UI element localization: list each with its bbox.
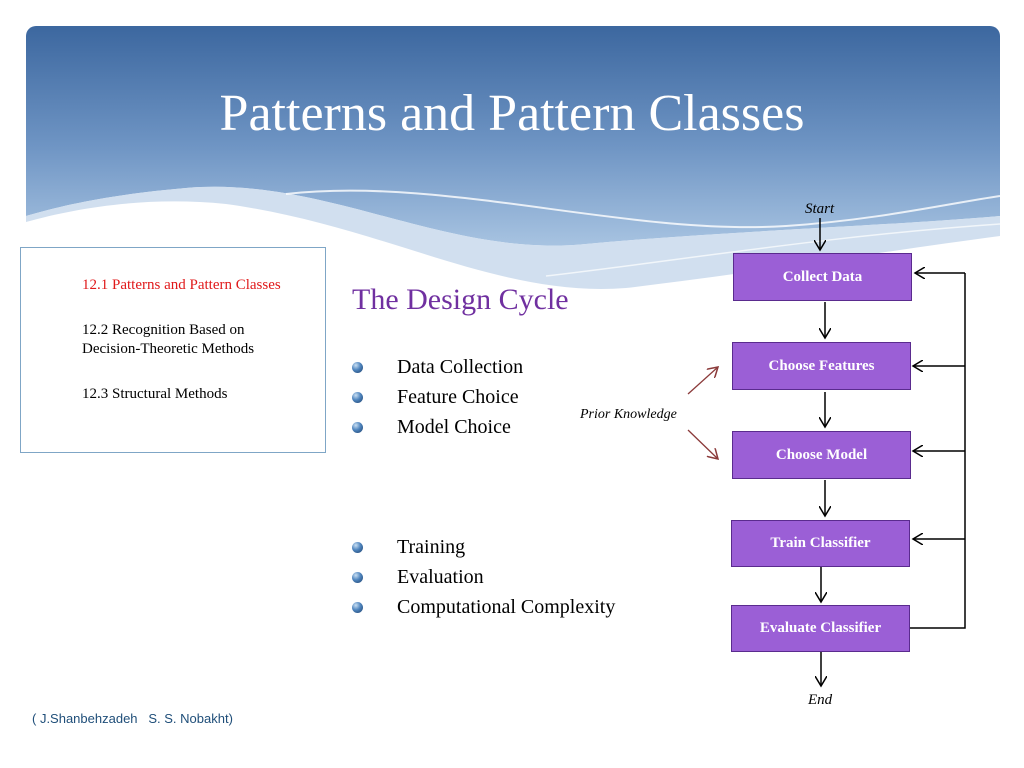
toc-item-3[interactable]: 12.3 Structural Methods	[82, 386, 228, 402]
step-collect-data: Collect Data	[733, 253, 912, 301]
toc-item-1[interactable]: 12.1 Patterns and Pattern Classes	[82, 277, 281, 293]
bullet-item: Model Choice	[352, 412, 511, 442]
start-label: Start	[805, 201, 835, 217]
bullet-icon	[352, 601, 363, 613]
footer-credits: ( J.Shanbehzadeh S. S. Nobakht)	[32, 711, 233, 726]
bullet-item: Computational Complexity	[352, 592, 615, 622]
bullet-item: Data Collection	[352, 352, 523, 382]
step-train-classifier: Train Classifier	[731, 520, 910, 567]
bullet-text: Feature Choice	[397, 385, 519, 408]
slide-title: Patterns and Pattern Classes	[219, 85, 805, 142]
table-of-contents: 12.1 Patterns and Pattern Classes 12.2 R…	[20, 247, 326, 453]
bullet-icon	[352, 421, 363, 433]
bullet-icon	[352, 361, 363, 373]
bullet-text: Data Collection	[397, 355, 524, 378]
end-label: End	[808, 692, 833, 708]
step-evaluate-classifier: Evaluate Classifier	[731, 605, 910, 652]
bullet-text: Model Choice	[397, 415, 511, 438]
feedback-loop-line	[910, 273, 966, 629]
bullet-item: Feature Choice	[352, 382, 519, 412]
bullet-icon	[352, 391, 363, 403]
prior-arrow-down	[687, 429, 718, 459]
prior-knowledge-label: Prior Knowledge	[580, 407, 677, 422]
step-choose-features: Choose Features	[732, 342, 911, 390]
bullet-text: Training	[397, 535, 466, 558]
bullet-text: Evaluation	[397, 565, 484, 588]
prior-arrow-up	[687, 367, 718, 395]
toc-item-2[interactable]: 12.2 Recognition Based on Decision-Theor…	[82, 322, 255, 357]
section-subtitle: The Design Cycle	[352, 283, 569, 316]
bullet-icon	[352, 571, 363, 583]
bullet-icon	[352, 541, 363, 553]
step-choose-model: Choose Model	[732, 431, 911, 479]
bullet-text: Computational Complexity	[397, 595, 616, 618]
bullet-item: Training	[352, 532, 465, 562]
bullet-item: Evaluation	[352, 562, 484, 592]
